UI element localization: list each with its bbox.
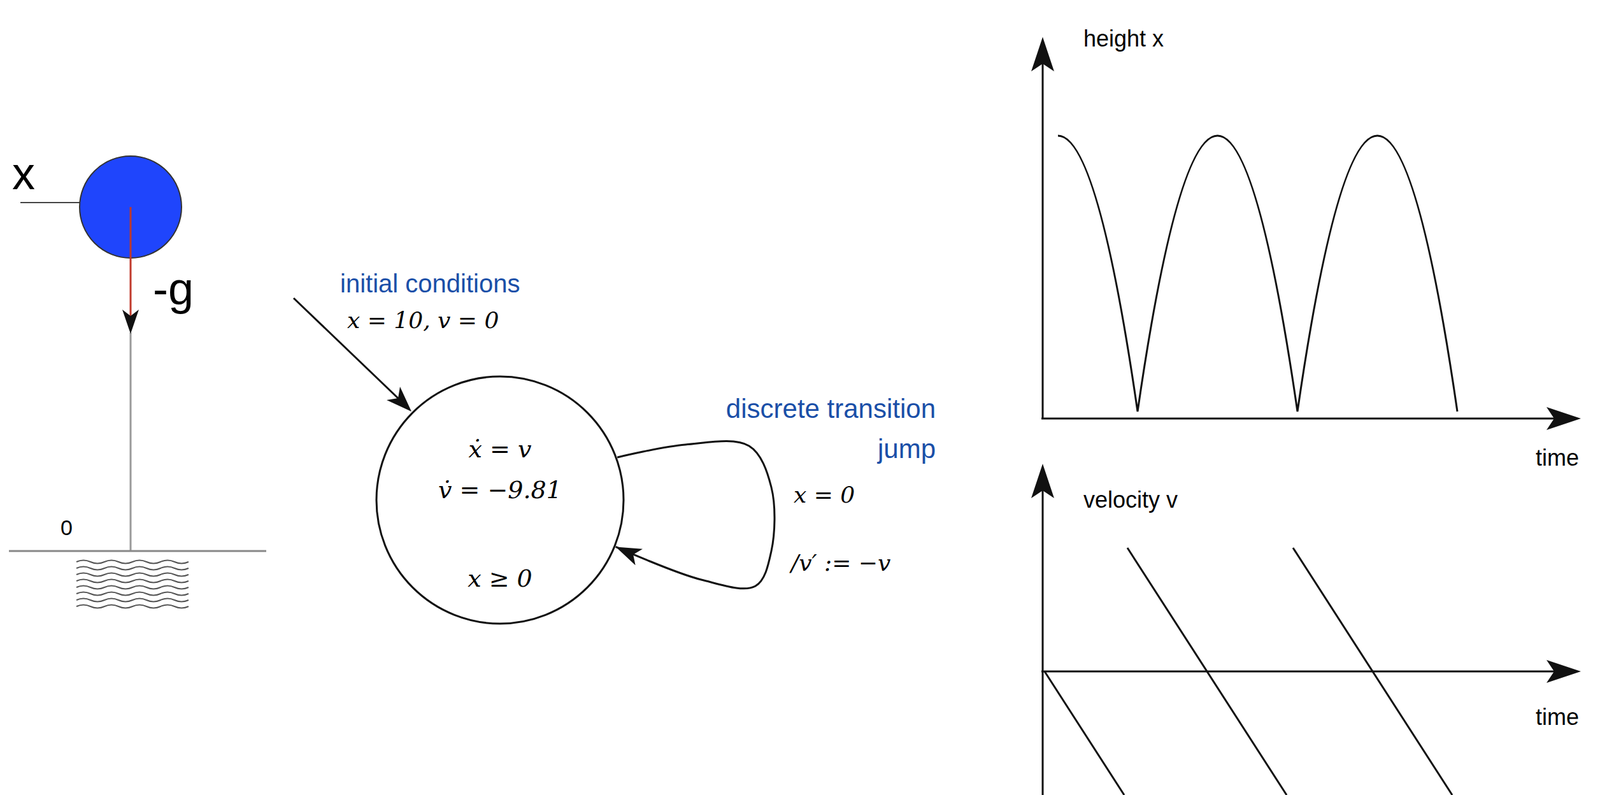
state-equation: v̇ = −9.81 <box>438 471 562 509</box>
reset-label: /v′ := −v <box>791 545 891 581</box>
axis-arrow-head <box>1031 463 1055 499</box>
state-circle: ẋ = vv̇ = −9.81 x ≥ 0 <box>375 375 625 625</box>
state-circle-outline <box>376 376 624 624</box>
hatch-wave <box>76 560 189 564</box>
state-equation: x ≥ 0 <box>467 560 533 597</box>
hatch-wave <box>76 592 189 596</box>
ground-level-label: 0 <box>60 511 73 544</box>
drop-line <box>129 332 132 551</box>
velocity-line <box>1292 547 1453 795</box>
hatch-wave <box>76 573 189 577</box>
height-curve <box>1057 135 1458 412</box>
gravity-arrow <box>129 207 132 319</box>
gravity-label: -g <box>152 254 194 323</box>
hatch-wave <box>76 585 189 590</box>
axis-label: time <box>1535 440 1579 476</box>
gravity-arrow-head <box>122 309 139 334</box>
ground-hatch <box>76 560 189 609</box>
initial-condition: x = 10, v = 0 <box>347 303 499 338</box>
ground-line <box>8 550 267 553</box>
time-axis <box>1041 417 1555 420</box>
guard-label: x = 0 <box>793 477 855 513</box>
state-equation: ẋ = v <box>468 431 532 468</box>
hatch-wave <box>76 566 189 571</box>
hatch-wave <box>76 598 189 602</box>
annotation-text: discrete transition jump <box>696 388 936 469</box>
axis-arrow-head <box>1546 659 1581 683</box>
hatch-wave <box>76 579 189 583</box>
velocity-axis <box>1042 490 1044 795</box>
initial-arrow-head <box>386 386 412 412</box>
velocity-line <box>1044 671 1125 795</box>
annotation-text: initial conditions <box>340 264 520 303</box>
axis-arrow-head <box>1546 407 1581 430</box>
height-axis <box>1042 63 1044 419</box>
axis-label: velocity v <box>1083 482 1178 518</box>
variable-label: x <box>12 138 36 208</box>
time-axis <box>1041 670 1555 673</box>
transition-arrow <box>615 440 775 588</box>
velocity-line <box>1127 547 1287 795</box>
axis-label: height x <box>1083 21 1164 57</box>
hatch-wave <box>76 605 189 609</box>
axis-arrow-head <box>1031 36 1055 72</box>
axis-label: time <box>1535 700 1579 735</box>
